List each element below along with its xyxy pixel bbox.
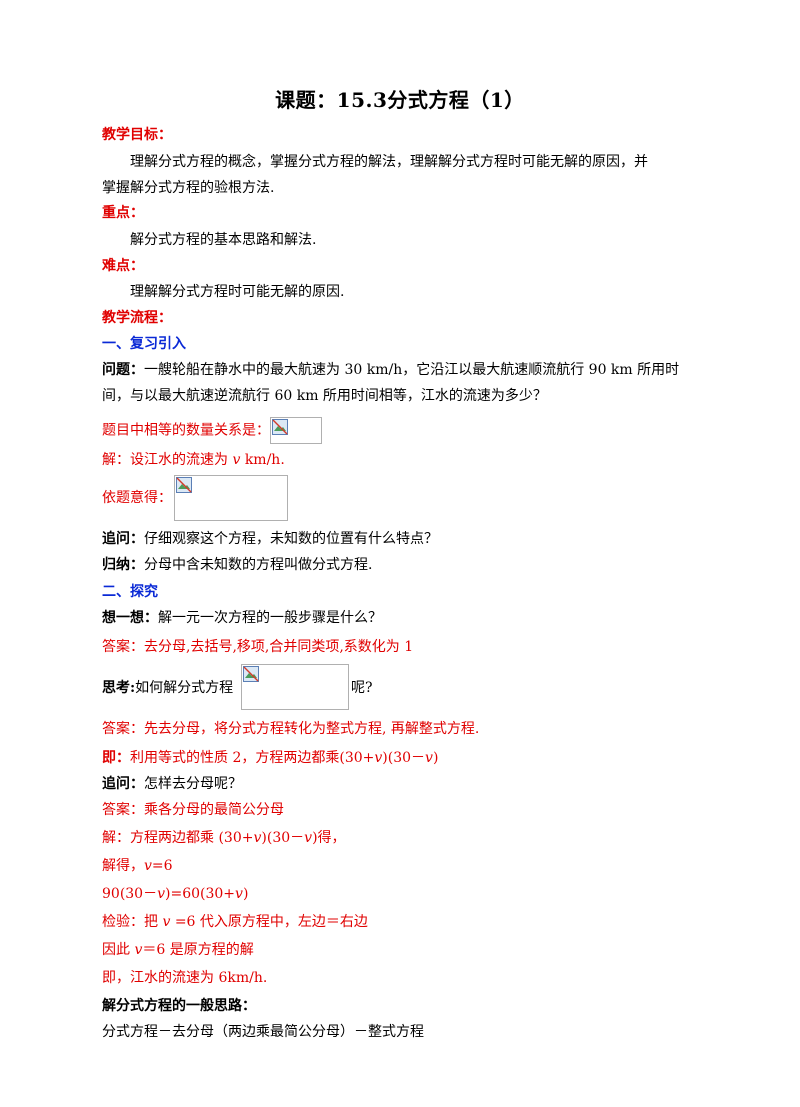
- general-label: 解分式方程的一般思路：: [102, 998, 256, 1014]
- solved-a: 解得，: [102, 858, 144, 874]
- key-label: 重点：: [102, 205, 144, 221]
- expr-variable-2: v: [235, 886, 243, 902]
- expr-c: ): [242, 886, 249, 902]
- section1-heading: 一、复习引入: [102, 336, 186, 352]
- process-label: 教学流程：: [102, 310, 172, 326]
- relation-text: 题目中相等的数量关系是：: [102, 422, 270, 439]
- answer2-text: 答案：先去分母，将分式方程转化为整式方程, 再解整式方程.: [102, 721, 480, 737]
- ponder-line: 思考:如何解分式方程: [102, 678, 233, 698]
- question-line1: 问题：一艘轮船在静水中的最大航速为 30 km/h，它沿江以最大航速顺流航行 9…: [102, 360, 679, 380]
- check-a: 检验：把: [102, 914, 163, 930]
- check-b: =6 代入原方程中，左边＝右边: [170, 914, 368, 930]
- ponder-label: 思考:: [102, 680, 136, 696]
- sol-b: )(30－: [261, 830, 305, 846]
- solved-line: 解得，v=6: [102, 856, 173, 876]
- solve-prefix: 解：设江水的流速为: [102, 452, 233, 468]
- ji-label: 即：: [102, 750, 130, 766]
- sol-c: )得，: [312, 830, 346, 846]
- solved-b: =6: [151, 858, 173, 874]
- sol-variable-1: v: [253, 830, 262, 846]
- question-line2: 间，与以最大航速逆流航行 60 km 所用时间相等，江水的流速为多少？: [102, 388, 547, 404]
- followup2-text: 怎样去分母呢？: [144, 776, 242, 792]
- expr-variable-1: v: [157, 886, 166, 902]
- think-line: 想一想：解一元一次方程的一般步骤是什么？: [102, 608, 382, 628]
- summary-line: 归纳：分母中含未知数的方程叫做分式方程.: [102, 555, 372, 575]
- followup-line: 追问：仔细观察这个方程，未知数的位置有什么特点？: [102, 529, 438, 549]
- summary-label: 归纳：: [102, 557, 144, 573]
- section2-heading: 二、探究: [102, 584, 158, 600]
- solution-line: 解：方程两边都乘 (30+v)(30－v)得，: [102, 828, 346, 848]
- check-variable: v: [162, 914, 171, 930]
- equation-label: 依题意得：: [102, 490, 172, 506]
- ji-text-a: 利用等式的性质 2，方程两边都乘(30+: [130, 750, 375, 766]
- broken-image-icon: [272, 419, 288, 435]
- broken-image-icon: [243, 666, 259, 682]
- goal-text-line2: 掌握解分式方程的验根方法.: [102, 180, 275, 196]
- conclusion-text: 即，江水的流速为 6km/h.: [102, 970, 268, 986]
- sol-a: 解：方程两边都乘 (30+: [102, 830, 254, 846]
- goal-text-line1: 理解分式方程的概念，掌握分式方程的解法，理解解分式方程时可能无解的原因，并: [130, 154, 648, 170]
- ponder-text: 如何解分式方程: [135, 680, 234, 696]
- think-label: 想一想：: [102, 610, 158, 626]
- solve-setup: 解：设江水的流速为 v km/h.: [102, 450, 285, 470]
- question-text1: 一艘轮船在静水中的最大航速为 30 km/h，它沿江以最大航速顺流航行 90 k…: [144, 362, 680, 378]
- answer1-text: 答案：去分母,去括号,移项,合并同类项,系数化为 1: [102, 639, 414, 655]
- followup2-line: 追问：怎样去分母呢？: [102, 774, 242, 794]
- expr-b: )=60(30+: [165, 886, 236, 902]
- followup-text: 仔细观察这个方程，未知数的位置有什么特点？: [144, 531, 438, 547]
- goal-label: 教学目标：: [102, 127, 172, 143]
- think-text: 解一元一次方程的一般步骤是什么？: [158, 610, 382, 626]
- expression-line: 90(30－v)=60(30+v): [102, 884, 248, 904]
- ji-text-c: ): [432, 750, 439, 766]
- thus-line: 因此 v＝6 是原方程的解: [102, 940, 254, 960]
- summary-text: 分母中含未知数的方程叫做分式方程.: [144, 557, 373, 573]
- ponder-equation-image-placeholder: [241, 664, 349, 710]
- thus-a: 因此: [102, 942, 135, 958]
- followup2-label: 追问：: [102, 776, 144, 792]
- key-text: 解分式方程的基本思路和解法.: [130, 232, 317, 248]
- question-label: 问题：: [102, 362, 144, 378]
- expr-a: 90(30－: [102, 886, 158, 902]
- ji-variable-2: v: [425, 750, 433, 766]
- equation-image-placeholder: [174, 475, 288, 521]
- thus-b: ＝6 是原方程的解: [142, 942, 254, 958]
- ponder-end: 呢?: [351, 680, 373, 696]
- ji-variable-1: v: [374, 750, 383, 766]
- thus-variable: v: [134, 942, 143, 958]
- ji-line: 即：利用等式的性质 2，方程两边都乘(30+v)(30－v): [102, 748, 438, 768]
- general-text: 分式方程－去分母（两边乘最简公分母）－整式方程: [102, 1024, 424, 1040]
- solve-variable: v: [232, 452, 241, 468]
- solved-variable: v: [144, 858, 152, 874]
- followup-label: 追问：: [102, 531, 144, 547]
- page-title: 课题：15.3分式方程（1）: [275, 88, 525, 112]
- check-line: 检验：把 v =6 代入原方程中，左边＝右边: [102, 912, 368, 932]
- solve-suffix: km/h.: [240, 452, 285, 468]
- relation-image-placeholder: [270, 417, 322, 444]
- ji-text-b: )(30－: [382, 750, 426, 766]
- answer3-text: 答案：乘各分母的最简公分母: [102, 802, 284, 818]
- relation-line: 题目中相等的数量关系是：: [102, 417, 322, 444]
- difficulty-label: 难点：: [102, 258, 144, 274]
- difficulty-text: 理解解分式方程时可能无解的原因.: [130, 284, 345, 300]
- sol-variable-2: v: [304, 830, 313, 846]
- broken-image-icon: [176, 477, 192, 493]
